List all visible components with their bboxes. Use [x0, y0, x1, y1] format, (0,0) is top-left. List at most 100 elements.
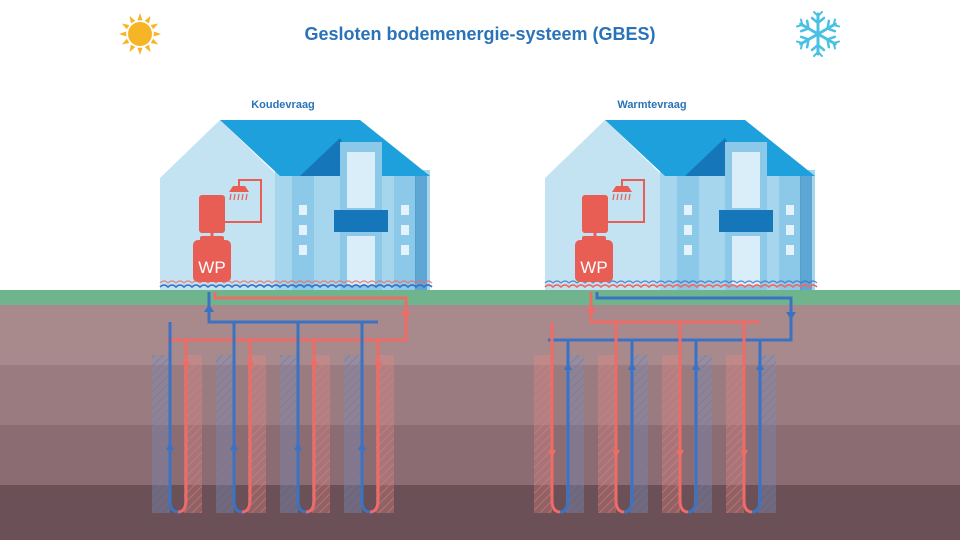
small-window	[401, 245, 409, 255]
small-window	[684, 205, 692, 215]
sun-ray	[150, 23, 159, 30]
ground	[0, 290, 960, 540]
flow-arrow	[166, 442, 174, 450]
sun-ray	[150, 38, 159, 45]
tower-band	[334, 210, 388, 232]
borehole-zone	[312, 355, 330, 513]
flow-arrow	[612, 450, 620, 458]
borehole-loop-bottom	[687, 499, 698, 514]
soil-layer-4	[0, 485, 960, 540]
small-window	[299, 225, 307, 235]
boiler-tank	[582, 195, 608, 233]
flow-arrow	[401, 312, 411, 320]
borehole-loop-bottom	[751, 499, 762, 514]
borehole-zone	[280, 355, 298, 513]
borehole-loop-bottom	[623, 499, 634, 514]
sun-ray	[121, 38, 130, 45]
sun-ray	[129, 44, 136, 53]
flow-arrow	[586, 304, 596, 312]
borehole-zone	[758, 355, 776, 513]
borehole-zone	[152, 355, 170, 513]
small-window	[786, 245, 794, 255]
tower-window	[732, 236, 760, 286]
shower-icon	[229, 186, 249, 201]
snowflake-arm	[810, 32, 826, 57]
small-window	[786, 205, 794, 215]
small-window	[684, 245, 692, 255]
borehole-loop-bottom	[177, 499, 188, 514]
sun-ray	[137, 13, 143, 21]
borehole-field-cooling	[152, 292, 411, 514]
heat-pump-cooling: WP	[193, 236, 231, 282]
house-label-koudevraag: Koudevraag	[251, 99, 315, 111]
flow-arrow	[230, 442, 238, 450]
sun-ray	[144, 15, 151, 24]
flow-arrow	[294, 442, 302, 450]
borehole-zone	[534, 355, 552, 513]
floor-pipe	[159, 284, 433, 289]
boiler-tank	[199, 195, 225, 233]
snowflake-arm	[816, 18, 841, 36]
snowflake-arm	[795, 32, 820, 50]
borehole-zone	[694, 355, 712, 513]
page-title: Gesloten bodemenergie-systeem (GBES)	[304, 24, 655, 44]
borehole-zone	[630, 355, 648, 513]
soil-layer-3	[0, 425, 960, 485]
flow-arrow	[786, 312, 796, 320]
house-edge	[415, 176, 427, 290]
supply-header	[589, 292, 760, 324]
house-label-warmtevraag: Warmtevraag	[617, 99, 686, 111]
borehole-loop-bottom	[305, 499, 316, 514]
flow-arrow	[204, 304, 214, 312]
borehole-zone	[184, 355, 202, 513]
soil-layer-1	[0, 305, 960, 365]
house-cooling: Koudevraag	[159, 99, 433, 290]
borehole-loop-bottom	[369, 499, 380, 514]
flow-arrow	[740, 450, 748, 458]
flow-arrow	[310, 362, 318, 370]
borehole-zone	[726, 355, 744, 513]
shower-pipe	[225, 179, 262, 223]
return-header	[548, 292, 793, 342]
small-window	[401, 225, 409, 235]
snowflake-arm	[810, 11, 826, 36]
sun-ray	[121, 23, 130, 30]
flow-arrow	[182, 362, 190, 370]
sun-ray	[137, 47, 143, 55]
small-window	[786, 225, 794, 235]
snowflake-arm	[795, 18, 820, 36]
return-header	[166, 292, 408, 342]
shower-icon	[612, 186, 632, 201]
heat-pump-heating: WP	[575, 236, 613, 282]
flow-arrow	[358, 442, 366, 450]
heat-pump-label: WP	[580, 258, 607, 277]
supply-header	[207, 292, 378, 324]
snowflake-icon	[795, 11, 841, 57]
flow-arrow	[374, 362, 382, 370]
tower-window	[347, 236, 375, 286]
flow-arrow	[676, 450, 684, 458]
borehole-field-heating	[534, 292, 796, 514]
flow-arrow	[756, 362, 764, 370]
borehole-loop-bottom	[559, 499, 570, 514]
grass-strip	[0, 290, 960, 305]
borehole-zone	[248, 355, 266, 513]
snowflake-arm	[816, 32, 841, 50]
flow-arrow	[628, 362, 636, 370]
borehole-zone	[216, 355, 234, 513]
small-window	[684, 225, 692, 235]
flow-arrow	[564, 362, 572, 370]
small-window	[299, 205, 307, 215]
borehole-zone	[376, 355, 394, 513]
sun-ray	[119, 31, 127, 37]
small-window	[401, 205, 409, 215]
borehole-zone	[566, 355, 584, 513]
tower-band	[719, 210, 773, 232]
shower-pipe	[608, 179, 645, 223]
flow-arrow	[692, 362, 700, 370]
flow-arrow	[548, 450, 556, 458]
borehole-zone	[344, 355, 362, 513]
tower-window	[732, 152, 760, 208]
tower-window	[347, 152, 375, 208]
